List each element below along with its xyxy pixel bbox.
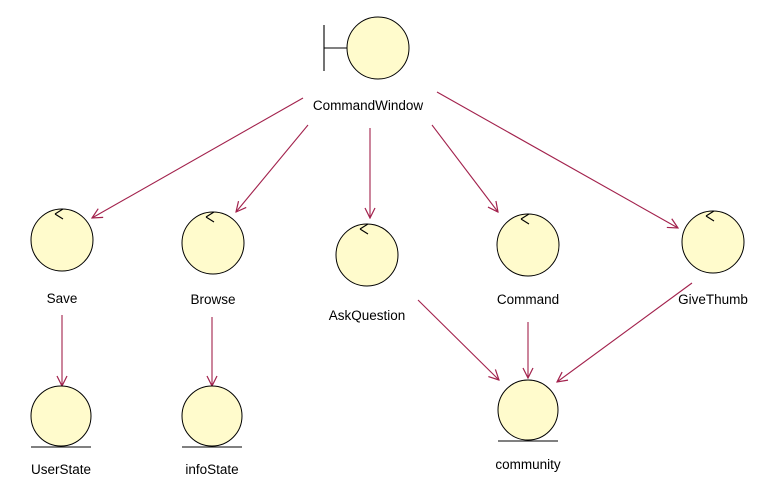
edge-givethumb-community: [557, 282, 693, 382]
node-command: Command: [496, 213, 560, 307]
label-community: community: [495, 457, 561, 472]
node-infostate: infoState: [181, 385, 243, 477]
entity-icon: [181, 385, 243, 447]
label-commandwindow: CommandWindow: [313, 98, 424, 113]
edges: [62, 91, 693, 386]
label-askquestion: AskQuestion: [329, 308, 406, 323]
label-givethumb: GiveThumb: [678, 292, 748, 307]
label-browse: Browse: [190, 292, 235, 307]
control-arrow-icon: [205, 211, 215, 223]
edge-commandwindow-givethumb: [436, 91, 678, 228]
edge-askquestion-community: [417, 299, 499, 380]
label-save: Save: [47, 291, 78, 306]
entity-icon: [497, 379, 559, 441]
node-commandwindow: CommandWindow: [313, 16, 424, 113]
node-askquestion: AskQuestion: [329, 223, 406, 323]
control-arrow-icon: [520, 213, 530, 225]
label-userstate: UserState: [31, 462, 91, 477]
edge-commandwindow-browse: [236, 124, 309, 212]
control-arrow-icon: [705, 210, 715, 222]
node-browse: Browse: [181, 211, 245, 307]
label-infostate: infoState: [185, 462, 238, 477]
label-command: Command: [497, 292, 559, 307]
entity-icon: [30, 385, 92, 447]
node-community: community: [495, 379, 561, 472]
node-givethumb: GiveThumb: [678, 210, 748, 307]
edge-commandwindow-save: [92, 97, 304, 218]
edge-commandwindow-command: [431, 124, 498, 212]
control-arrow-icon: [359, 223, 369, 235]
control-arrow-icon: [54, 208, 64, 220]
node-userstate: UserState: [30, 385, 92, 477]
node-save: Save: [30, 208, 94, 306]
boundary-icon: [346, 16, 410, 80]
